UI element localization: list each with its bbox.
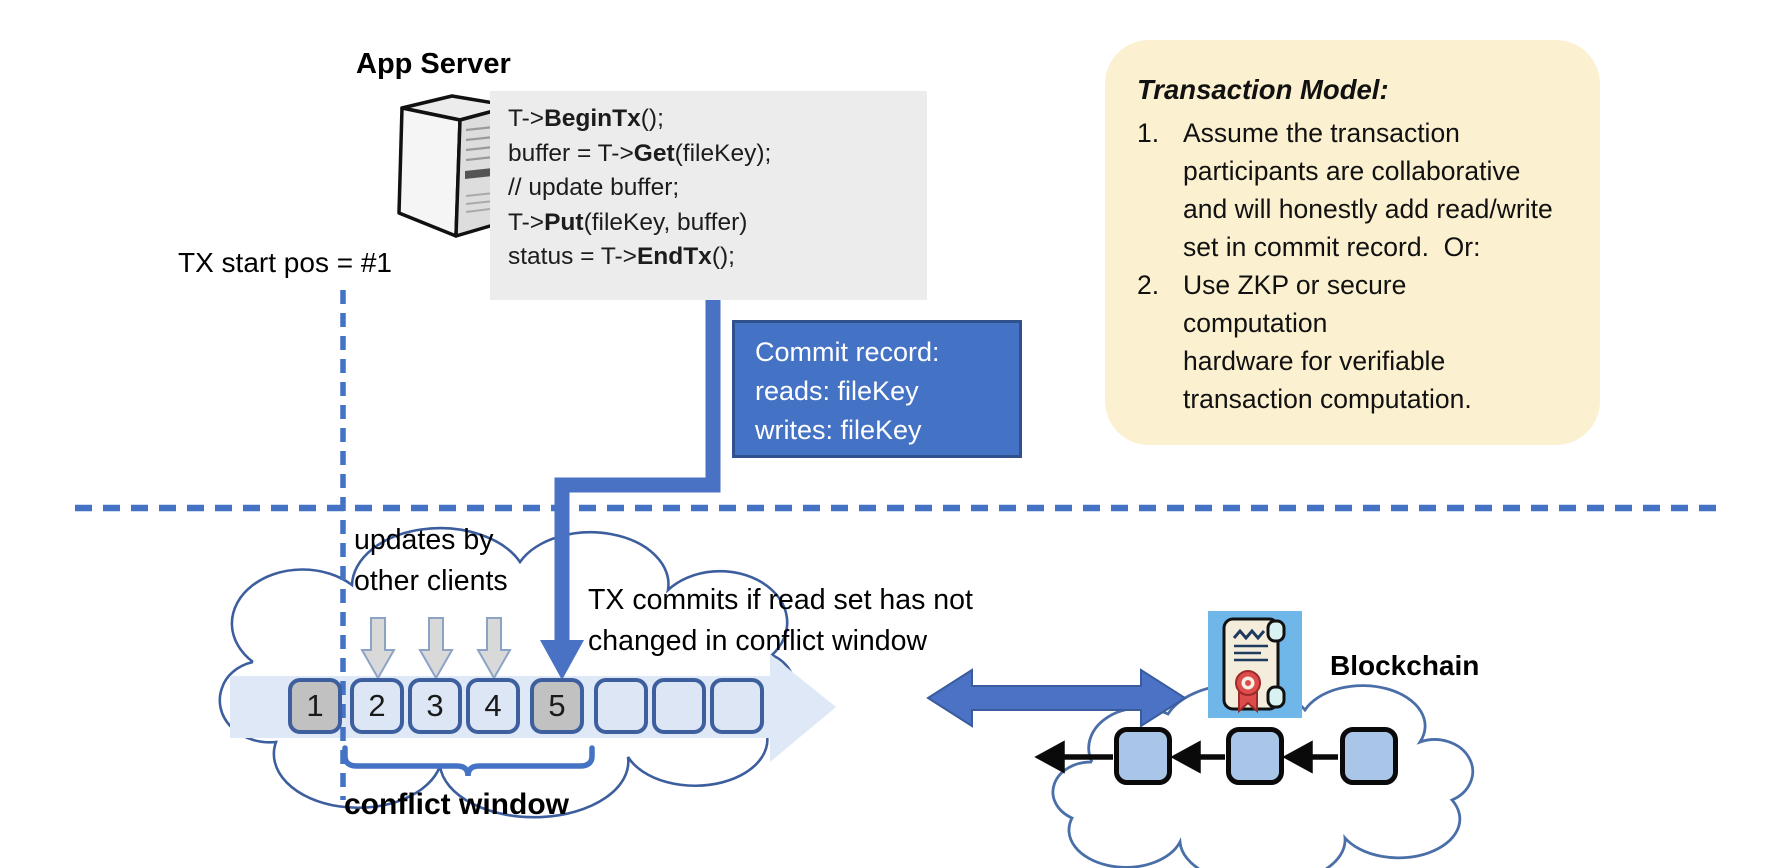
transaction-model-title: Transaction Model: xyxy=(1137,74,1389,105)
commit-record-line: writes: fileKey xyxy=(755,415,922,445)
timeline-block: 4 xyxy=(466,678,520,734)
chain-link-arrows xyxy=(1034,740,1338,774)
transaction-model-note: Transaction Model: 1.Assume the transact… xyxy=(1105,40,1600,445)
code-line: T->BeginTx(); xyxy=(508,105,664,132)
updates-by-other-clients-label: updates by other clients xyxy=(354,524,508,597)
tx-start-pos-label: TX start pos = #1 xyxy=(178,247,392,278)
timeline-block: 5 xyxy=(530,678,584,734)
commit-record-line: reads: fileKey xyxy=(755,376,919,406)
double-arrow-icon xyxy=(926,668,1187,728)
conflict-window-bracket xyxy=(342,745,595,777)
conflict-window-label: conflict window xyxy=(344,788,569,821)
code-line: status = T->EndTx(); xyxy=(508,243,735,270)
tx-commit-condition-note: TX commits if read set has not changed i… xyxy=(588,584,973,657)
code-line: // update buffer; xyxy=(508,174,680,201)
timeline-block: 3 xyxy=(408,678,462,734)
commit-record-box: Commit record: reads: fileKey writes: file… xyxy=(732,320,1022,458)
timeline-block xyxy=(594,678,648,734)
commit-record-line: Commit record: xyxy=(755,337,940,367)
update-arrows-icon xyxy=(360,617,512,681)
chain-block xyxy=(1340,727,1398,785)
certificate-scroll-icon xyxy=(1208,611,1302,718)
transaction-model-item: 1.Assume the transaction participants ar… xyxy=(1137,118,1553,262)
code-line: buffer = T->Get(fileKey); xyxy=(508,139,772,167)
chain-block xyxy=(1114,727,1172,785)
transaction-model-item: 2.Use ZKP or secure computation hardware… xyxy=(1137,270,1472,414)
code-line: T->Put(fileKey, buffer) xyxy=(508,208,748,236)
transaction-code-block: T->BeginTx(); buffer = T->Get(fileKey); //… xyxy=(490,91,927,300)
timeline-block: 2 xyxy=(350,678,404,734)
commit-arrow xyxy=(540,297,721,680)
blockchain-label: Blockchain xyxy=(1330,650,1480,681)
timeline-block: 1 xyxy=(288,678,342,734)
transaction-model-list: 1.Assume the transaction participants ar… xyxy=(1137,114,1572,418)
timeline-block xyxy=(710,678,764,734)
timeline-block xyxy=(652,678,706,734)
app-server-title: App Server xyxy=(356,48,511,80)
chain-block xyxy=(1226,727,1284,785)
